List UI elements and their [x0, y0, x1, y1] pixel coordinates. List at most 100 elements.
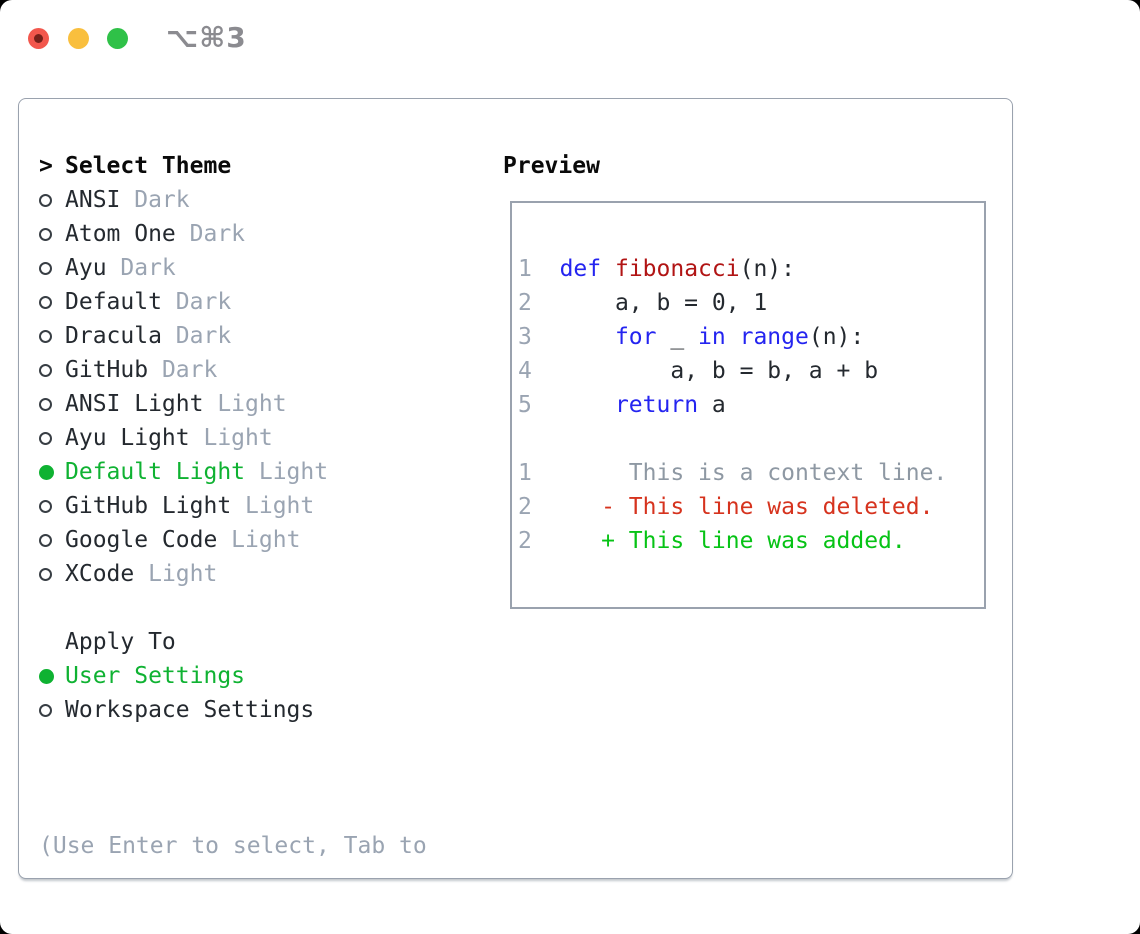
option-label: GitHub Light [65, 493, 232, 519]
code-token: - This line was deleted. [601, 494, 934, 520]
radio-icon-wrap [39, 227, 65, 241]
option-label: Dracula [65, 323, 162, 349]
line-number: 4 [518, 358, 532, 384]
option-label: Ayu [65, 255, 107, 281]
code-token [532, 324, 615, 350]
radio-icon-wrap [39, 533, 65, 547]
radio-icon-wrap [39, 261, 65, 275]
option-label: ANSI [65, 187, 121, 213]
line-number: 2 [518, 528, 532, 554]
preview-line: 1 def fibonacci(n): [518, 252, 984, 286]
theme-option-default-light[interactable]: Default Light Light [39, 455, 427, 489]
theme-variant-badge: Dark [161, 323, 232, 349]
option-label: Workspace Settings [65, 697, 315, 723]
theme-option-ansi-light[interactable]: ANSI Light Light [39, 387, 427, 421]
code-token: for [614, 324, 657, 350]
option-label: ANSI Light [65, 391, 204, 417]
radio-icon [39, 261, 52, 275]
theme-variant-badge: Light [203, 391, 287, 417]
theme-option-dracula[interactable]: Dracula Dark [39, 319, 427, 353]
spacer [39, 727, 427, 761]
code-token [601, 256, 615, 282]
radio-icon [39, 363, 52, 377]
radio-icon [39, 397, 52, 411]
apply-option-workspace-settings[interactable]: Workspace Settings [39, 693, 427, 727]
code-token: a, b = 0, 1 [531, 290, 768, 316]
radio-icon-wrap [39, 567, 65, 581]
line-number: 1 [518, 256, 532, 282]
code-token [726, 324, 740, 350]
hint-line-1: (Use Enter to select, Tab to [39, 833, 427, 859]
zoom-button[interactable] [107, 28, 128, 49]
select-theme-header-row: > Select Theme [39, 149, 427, 183]
theme-option-google-code[interactable]: Google Code Light [39, 523, 427, 557]
option-label: Atom One [65, 221, 176, 247]
option-label: Ayu Light [65, 425, 190, 451]
code-token: a, b = b, a + b [531, 358, 879, 384]
code-token: + This line was added. [601, 528, 906, 554]
radio-icon-wrap [39, 668, 65, 684]
option-label: Default [65, 289, 162, 315]
code-token: (n): [808, 324, 865, 350]
theme-option-xcode[interactable]: XCode Light [39, 557, 427, 591]
apply-to-title: Apply To [65, 629, 176, 655]
theme-option-ansi[interactable]: ANSI Dark [39, 183, 427, 217]
preview-line: 4 a, b = b, a + b [518, 354, 984, 388]
option-label: GitHub [65, 357, 149, 383]
radio-icon [39, 533, 52, 547]
code-token [532, 528, 601, 554]
code-token [532, 256, 560, 282]
preview-line: 2 a, b = 0, 1 [518, 286, 984, 320]
theme-variant-badge: Dark [175, 221, 246, 247]
code-token [532, 392, 615, 418]
radio-icon-wrap [39, 397, 65, 411]
window-title: ⌥⌘3 [166, 21, 247, 54]
preview-line: 2 + This line was added. [518, 524, 984, 558]
record-dot-icon [34, 34, 43, 43]
theme-variant-badge: Dark [106, 255, 176, 281]
preview-line [518, 422, 984, 456]
line-number: 2 [518, 494, 532, 520]
minimize-button[interactable] [68, 28, 89, 49]
spacer [39, 591, 427, 625]
radio-icon [39, 193, 52, 207]
line-number: 3 [518, 324, 532, 350]
radio-icon-wrap [39, 295, 65, 309]
code-token: range [739, 324, 809, 350]
theme-variant-badge: Light [134, 561, 218, 587]
code-token: (n): [739, 256, 795, 282]
apply-option-user-settings[interactable]: User Settings [39, 659, 427, 693]
theme-option-atom-one[interactable]: Atom One Dark [39, 217, 427, 251]
theme-variant-badge: Dark [148, 357, 218, 383]
code-token: fibonacci [614, 256, 740, 282]
theme-option-ayu-light[interactable]: Ayu Light Light [39, 421, 427, 455]
theme-option-default[interactable]: Default Dark [39, 285, 427, 319]
radio-icon [39, 499, 52, 513]
close-button[interactable] [28, 28, 49, 49]
apply-to-header-row: Apply To [39, 625, 427, 659]
theme-variant-badge: Light [217, 527, 301, 553]
option-label: User Settings [65, 663, 246, 689]
radio-icon-wrap [39, 499, 65, 513]
code-token: return [614, 392, 699, 418]
select-theme-title: Select Theme [65, 153, 232, 179]
radio-icon [39, 567, 52, 581]
theme-variant-badge: Dark [161, 289, 232, 315]
theme-option-github[interactable]: GitHub Dark [39, 353, 427, 387]
cursor-prompt-icon: > [39, 153, 53, 179]
theme-option-ayu[interactable]: Ayu Dark [39, 251, 427, 285]
option-label: Google Code [65, 527, 218, 553]
keyboard-hint: (Use Enter to select, Tab to change focu… [39, 761, 427, 934]
code-token: _ [656, 324, 699, 350]
preview-line: 1 This is a context line. [518, 456, 984, 490]
radio-icon-wrap [39, 193, 65, 207]
code-token: in [698, 324, 726, 350]
radio-icon [39, 703, 52, 717]
theme-option-github-light[interactable]: GitHub Light Light [39, 489, 427, 523]
line-number: 1 [518, 460, 532, 486]
